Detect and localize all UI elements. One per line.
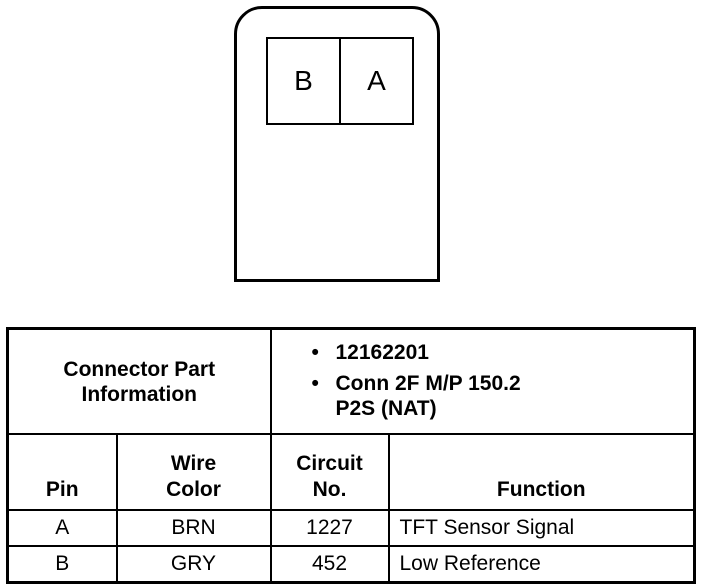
- header-circuit-line1: Circuit: [296, 452, 363, 475]
- pin-cavity-a: A: [339, 39, 412, 123]
- header-pin-text: Pin: [45, 478, 79, 501]
- part-info-item: • 12162201: [312, 340, 694, 365]
- header-function-text: Function: [496, 478, 586, 501]
- header-row: Pin Wire Color Circuit No. Function: [6, 433, 696, 511]
- bullet-icon: •: [311, 372, 319, 395]
- header-wire-color-line2: Color: [166, 478, 221, 501]
- part-number: 12162201: [335, 341, 429, 364]
- part-info-list: • 12162201 • Conn 2F M/P 150.2 P2S (NAT): [312, 340, 694, 421]
- cell-function: TFT Sensor Signal: [387, 509, 696, 547]
- header-circuit: Circuit No.: [269, 433, 390, 511]
- part-info-label: Connector Part Information: [6, 327, 272, 435]
- part-info-list-cell: • 12162201 • Conn 2F M/P 150.2 P2S (NAT): [269, 327, 696, 435]
- connector-face: B A: [234, 6, 440, 282]
- part-info-label-line1: Connector Part: [63, 357, 216, 381]
- cell-function: Low Reference: [387, 545, 696, 584]
- cell-circuit: 452: [269, 545, 390, 584]
- bullet-icon: •: [311, 341, 319, 364]
- table-row: A BRN 1227 TFT Sensor Signal: [6, 509, 696, 547]
- cell-wire-color: GRY: [115, 545, 272, 584]
- cell-circuit: 1227: [269, 509, 390, 547]
- table-row: B GRY 452 Low Reference: [6, 545, 696, 584]
- header-function: Function: [387, 433, 696, 511]
- cell-wire-color: BRN: [115, 509, 272, 547]
- part-info-row: Connector Part Information • 12162201 • …: [6, 327, 696, 435]
- cell-pin: A: [6, 509, 118, 547]
- connector-info-table: Connector Part Information • 12162201 • …: [6, 327, 696, 584]
- header-wire-color: Wire Color: [115, 433, 272, 511]
- cell-pin: B: [6, 545, 118, 584]
- header-pin: Pin: [6, 433, 118, 511]
- part-info-label-line2: Information: [81, 382, 198, 406]
- header-wire-color-line1: Wire: [170, 452, 217, 475]
- pin-cavity-block: B A: [266, 37, 414, 125]
- header-circuit-line2: No.: [312, 478, 347, 501]
- part-description-line1: Conn 2F M/P 150.2: [335, 372, 521, 395]
- part-description-line2: P2S (NAT): [335, 397, 437, 420]
- part-info-item: • Conn 2F M/P 150.2 P2S (NAT): [312, 371, 694, 421]
- pin-cavity-b: B: [294, 65, 313, 96]
